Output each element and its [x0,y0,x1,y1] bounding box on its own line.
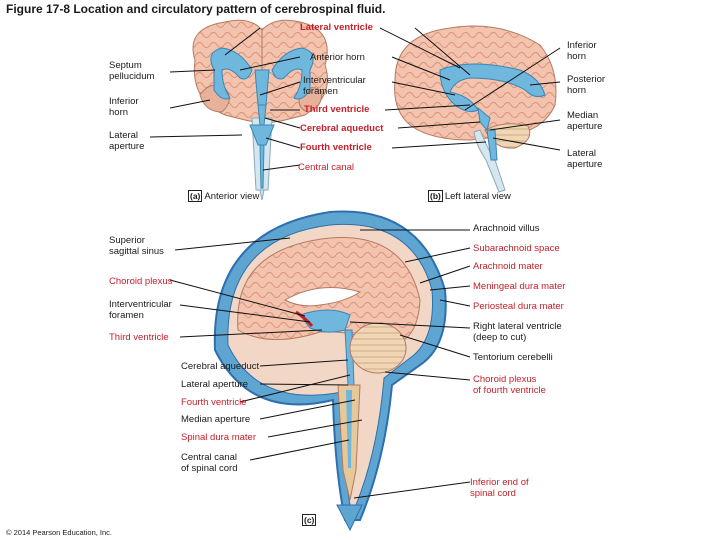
label-cerebral-aqueduct-c: Cerebral aqueduct [181,361,260,372]
label-cerebral-aqueduct-a: Cerebral aqueduct [300,123,384,134]
figure-title: Figure 17-8 Location and circulatory pat… [6,2,386,16]
label-septum-pellucidum: Septum pellucidum [109,60,155,82]
label-anterior-horn: Anterior horn [310,52,365,63]
label-third-ventricle-a: Third ventricle [304,104,370,115]
label-lateral-aperture-b: Lateral aperture [567,148,603,170]
copyright-notice: © 2014 Pearson Education, Inc. [6,528,113,537]
label-arachnoid-villus: Arachnoid villus [473,223,540,234]
caption-b-text: Left lateral view [444,191,511,202]
label-choroid-plexus: Choroid plexus [109,276,173,287]
label-fourth-ventricle-c: Fourth ventricle [181,397,247,408]
caption-panel-c: (c) [302,514,318,526]
label-posterior-horn: Posterior horn [567,74,606,96]
leader-lines [149,27,561,499]
label-right-lateral-ventricle: Right lateral ventricle (deep to cut) [473,321,562,343]
label-interventricular-foramen-a: Interventricular foramen [303,75,366,97]
caption-lateral-view: (b)Left lateral view [428,190,511,202]
label-interventricular-foramen-c: Interventricular foramen [109,299,172,321]
label-inferior-end-spinal-cord: Inferior end of spinal cord [470,477,529,499]
panel-letter-a: (a) [188,190,203,202]
label-spinal-dura-mater: Spinal dura mater [181,432,256,443]
label-periosteal-dura-mater: Periosteal dura mater [473,301,564,312]
label-lateral-aperture-a: Lateral aperture [109,130,145,152]
label-central-canal-a: Central canal [298,162,354,173]
label-choroid-plexus-fourth: Choroid plexus of fourth ventricle [473,374,546,396]
label-superior-sagittal-sinus: Superior sagittal sinus [109,235,164,257]
label-inferior-horn-b: Inferior horn [567,40,597,62]
label-fourth-ventricle-a: Fourth ventricle [300,142,372,153]
label-subarachnoid-space: Subarachnoid space [473,243,560,254]
label-inferior-horn-a: Inferior horn [109,96,139,118]
label-central-canal-c: Central canal of spinal cord [181,452,238,474]
caption-a-text: Anterior view [204,191,260,202]
label-tentorium-cerebelli: Tentorium cerebelli [473,352,553,363]
label-median-aperture-c: Median aperture [181,414,251,425]
label-third-ventricle-c: Third ventricle [109,332,169,343]
caption-anterior-view: (a)Anterior view [188,190,260,202]
lateral-view-brain [394,25,557,193]
sagittal-section [213,210,447,532]
label-meningeal-dura-mater: Meningeal dura mater [473,281,566,292]
panel-letter-c: (c) [302,514,317,526]
label-lateral-aperture-c: Lateral aperture [181,379,249,390]
label-median-aperture-b: Median aperture [567,110,603,132]
panel-letter-b: (b) [428,190,443,202]
label-arachnoid-mater: Arachnoid mater [473,261,543,272]
label-lateral-ventricle: Lateral ventricle [300,22,373,33]
